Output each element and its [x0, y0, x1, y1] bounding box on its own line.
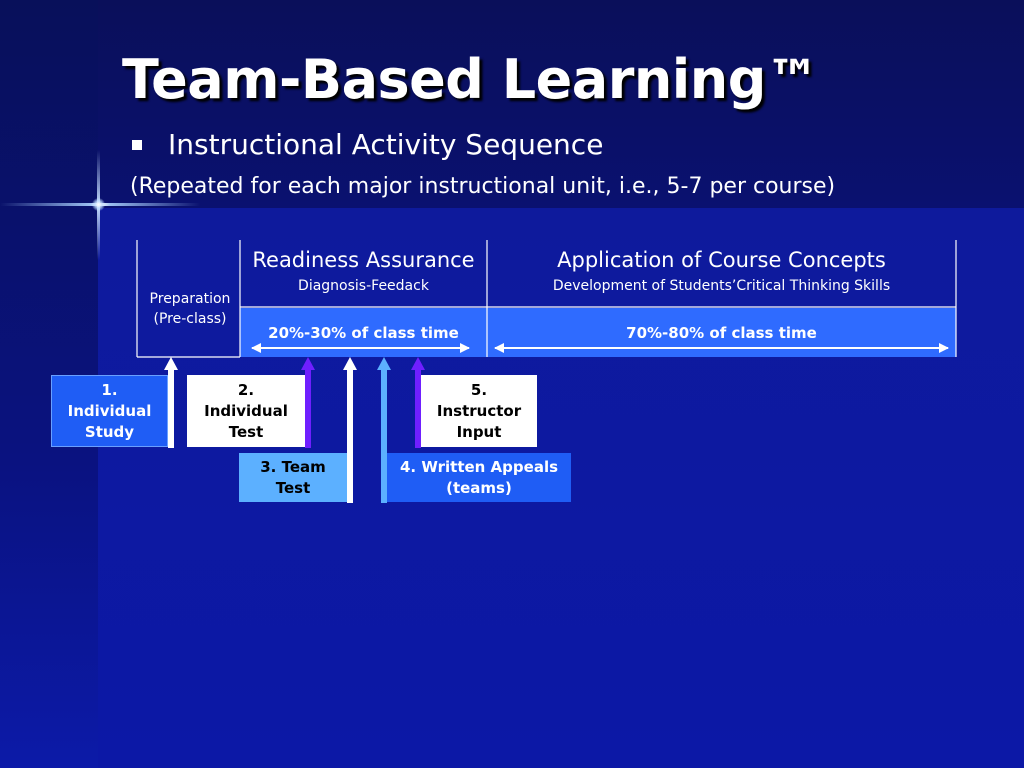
- sub-text: (Repeated for each major instructional u…: [130, 174, 836, 199]
- step-2-label: 2. Individual Test: [204, 380, 288, 441]
- step-5-arrow: [411, 357, 425, 448]
- application-time-label: 70%-80% of class time: [626, 324, 817, 342]
- preparation-label: Preparation (Pre-class): [140, 289, 240, 329]
- step-5-label: 5. Instructor Input: [436, 380, 522, 441]
- step-4-written-appeals-box: 4. Written Appeals (teams): [387, 453, 571, 502]
- bullet-row: Instructional Activity Sequence: [132, 128, 603, 161]
- step-5-instructor-input-box: 5. Instructor Input: [421, 375, 537, 447]
- application-title: Application of Course Concepts: [557, 248, 886, 272]
- top-background-band: [98, 0, 1024, 208]
- readiness-subtitle: Diagnosis-Feedack: [298, 278, 429, 294]
- preparation-line1: Preparation: [149, 291, 231, 307]
- bullet-square-icon: [132, 139, 142, 150]
- step-3-team-test-box: 3. Team Test: [239, 453, 347, 502]
- step-3-arrow: [343, 357, 357, 503]
- application-subtitle: Development of Students’Critical Thinkin…: [552, 278, 891, 294]
- slide-title: Team-Based Learning™: [122, 48, 820, 111]
- readiness-title: Readiness Assurance: [252, 248, 475, 272]
- step-3-label: 3. Team Test: [260, 457, 326, 497]
- readiness-time-label: 20%-30% of class time: [268, 324, 459, 342]
- step-1-label: 1. Individual Study: [67, 380, 152, 441]
- preparation-line2: (Pre-class): [153, 311, 227, 327]
- step-1-individual-study-box: 1. Individual Study: [51, 375, 168, 447]
- step-1-arrow: [164, 357, 178, 448]
- step-4-label: 4. Written Appeals (teams): [399, 457, 559, 497]
- step-2-individual-test-box: 2. Individual Test: [187, 375, 305, 447]
- step-2-arrow: [301, 357, 315, 448]
- bullet-text: Instructional Activity Sequence: [168, 128, 604, 161]
- light-flare-center: [92, 198, 105, 211]
- step-4-arrow: [377, 357, 391, 503]
